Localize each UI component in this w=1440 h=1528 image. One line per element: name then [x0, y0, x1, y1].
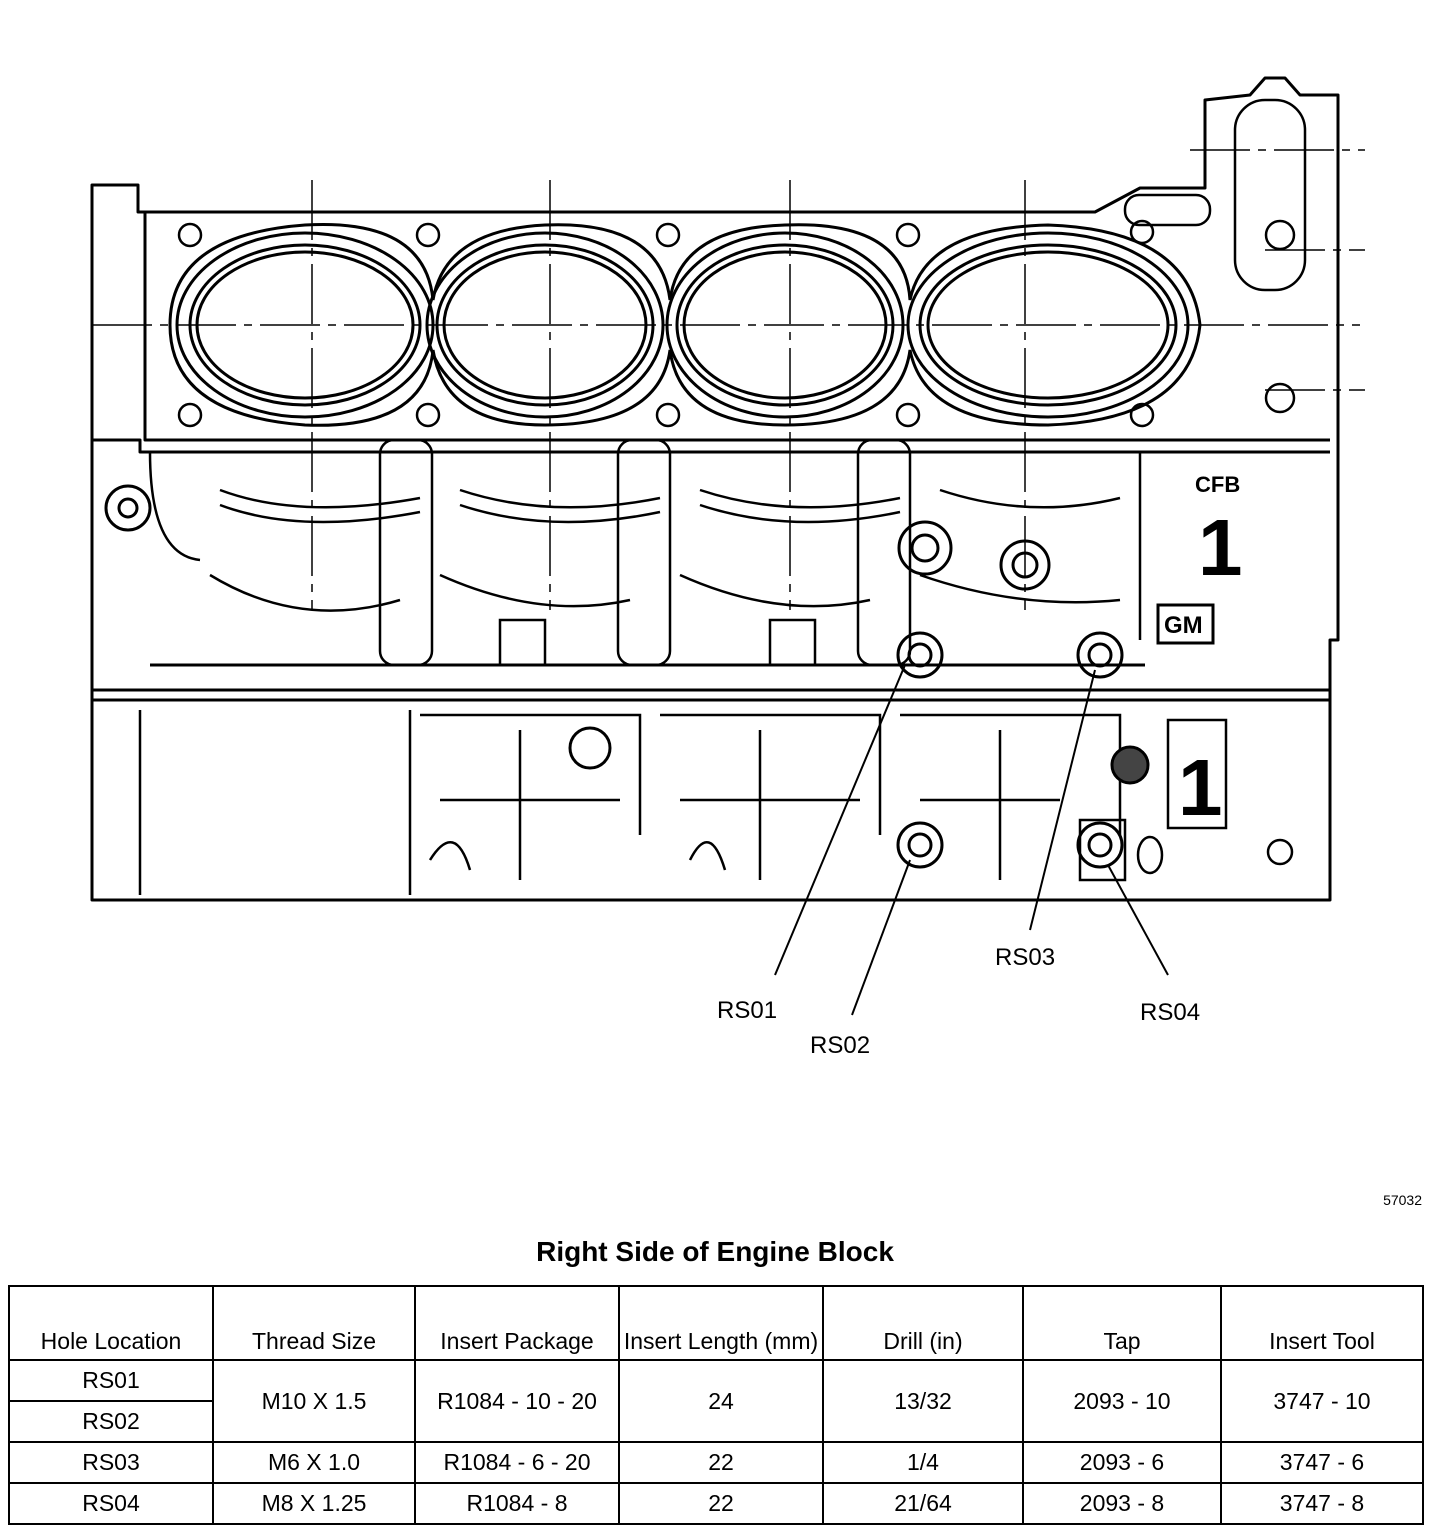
callout-rs04: RS04	[1140, 999, 1200, 1026]
cell-drill: 1/4	[822, 1441, 1024, 1484]
cell-tool: 3747 - 6	[1220, 1441, 1424, 1484]
cell-thread: M10 X 1.5	[212, 1359, 416, 1443]
table-row: RS03 M6 X 1.0 R1084 - 6 - 20 22 1/4 2093…	[8, 1441, 1424, 1484]
table-header-row: Hole Location Thread Size Insert Package…	[8, 1285, 1424, 1361]
header-insert-tool: Insert Tool	[1220, 1285, 1424, 1361]
cell-tap: 2093 - 6	[1022, 1441, 1222, 1484]
header-tap: Tap	[1022, 1285, 1222, 1361]
cell-tap: 2093 - 8	[1022, 1482, 1222, 1525]
cell-package: R1084 - 10 - 20	[414, 1359, 620, 1443]
header-insert-length: Insert Length (mm)	[618, 1285, 824, 1361]
cell-length: 22	[618, 1441, 824, 1484]
cell-package: R1084 - 8	[414, 1482, 620, 1525]
cell-thread: M6 X 1.0	[212, 1441, 416, 1484]
table-row: RS01 M10 X 1.5 R1084 - 10 - 20 24 13/32 …	[8, 1359, 1424, 1443]
block-outline	[90, 76, 1340, 902]
leader-rs03	[1029, 669, 1096, 931]
callout-rs03: RS03	[995, 944, 1055, 971]
block-markings: CFB 1 GM 1	[1156, 472, 1243, 832]
callout-rs01: RS01	[717, 997, 777, 1024]
cell-thread: M8 X 1.25	[212, 1482, 416, 1525]
cell-length: 22	[618, 1482, 824, 1525]
hole-rs02	[896, 631, 944, 679]
hole-rs01	[897, 520, 953, 576]
header-hole-location: Hole Location	[8, 1285, 214, 1361]
leader-rs02	[851, 859, 911, 1016]
hole-rs03	[1076, 631, 1124, 679]
bank-number-mark: 1	[1178, 743, 1223, 832]
head-bolt-holes	[177, 219, 1296, 428]
header-thread-size: Thread Size	[212, 1285, 416, 1361]
leader-rs01	[774, 664, 906, 976]
figure-number: 57032	[1383, 1192, 1422, 1208]
cell-tap: 2093 - 10	[1022, 1359, 1222, 1443]
cell-drill: 13/32	[822, 1359, 1024, 1443]
cell-tool: 3747 - 10	[1220, 1359, 1424, 1443]
table-row: RS02	[8, 1400, 1423, 1443]
leader-rs04	[1107, 864, 1169, 976]
cell-drill: 21/64	[822, 1482, 1024, 1525]
cell-package: R1084 - 6 - 20	[414, 1441, 620, 1484]
gm-logo-mark: GM	[1164, 612, 1203, 639]
header-insert-package: Insert Package	[414, 1285, 620, 1361]
cell-hole: RS04	[8, 1482, 214, 1525]
header-drill: Drill (in)	[822, 1285, 1024, 1361]
casting-code-mark: CFB	[1195, 472, 1240, 497]
cell-hole: RS03	[8, 1441, 214, 1484]
bore-2	[425, 231, 665, 419]
cell-hole: RS02	[8, 1400, 214, 1443]
cell-tool: 3747 - 8	[1220, 1482, 1424, 1525]
table-title: Right Side of Engine Block	[536, 1236, 894, 1267]
callout-rs02: RS02	[810, 1032, 870, 1059]
table-row: RS04 M8 X 1.25 R1084 - 8 22 21/64 2093 -…	[8, 1482, 1424, 1525]
engine-block-diagram: CFB 1 GM 1 RS01 RS02 RS03 RS04	[90, 76, 1365, 1059]
spec-table: Hole Location Thread Size Insert Package…	[8, 1285, 1424, 1525]
cell-length: 24	[618, 1359, 824, 1443]
cylinder-number-mark: 1	[1198, 503, 1243, 592]
cell-hole: RS01	[8, 1359, 214, 1402]
hole-rs04	[1076, 821, 1124, 869]
